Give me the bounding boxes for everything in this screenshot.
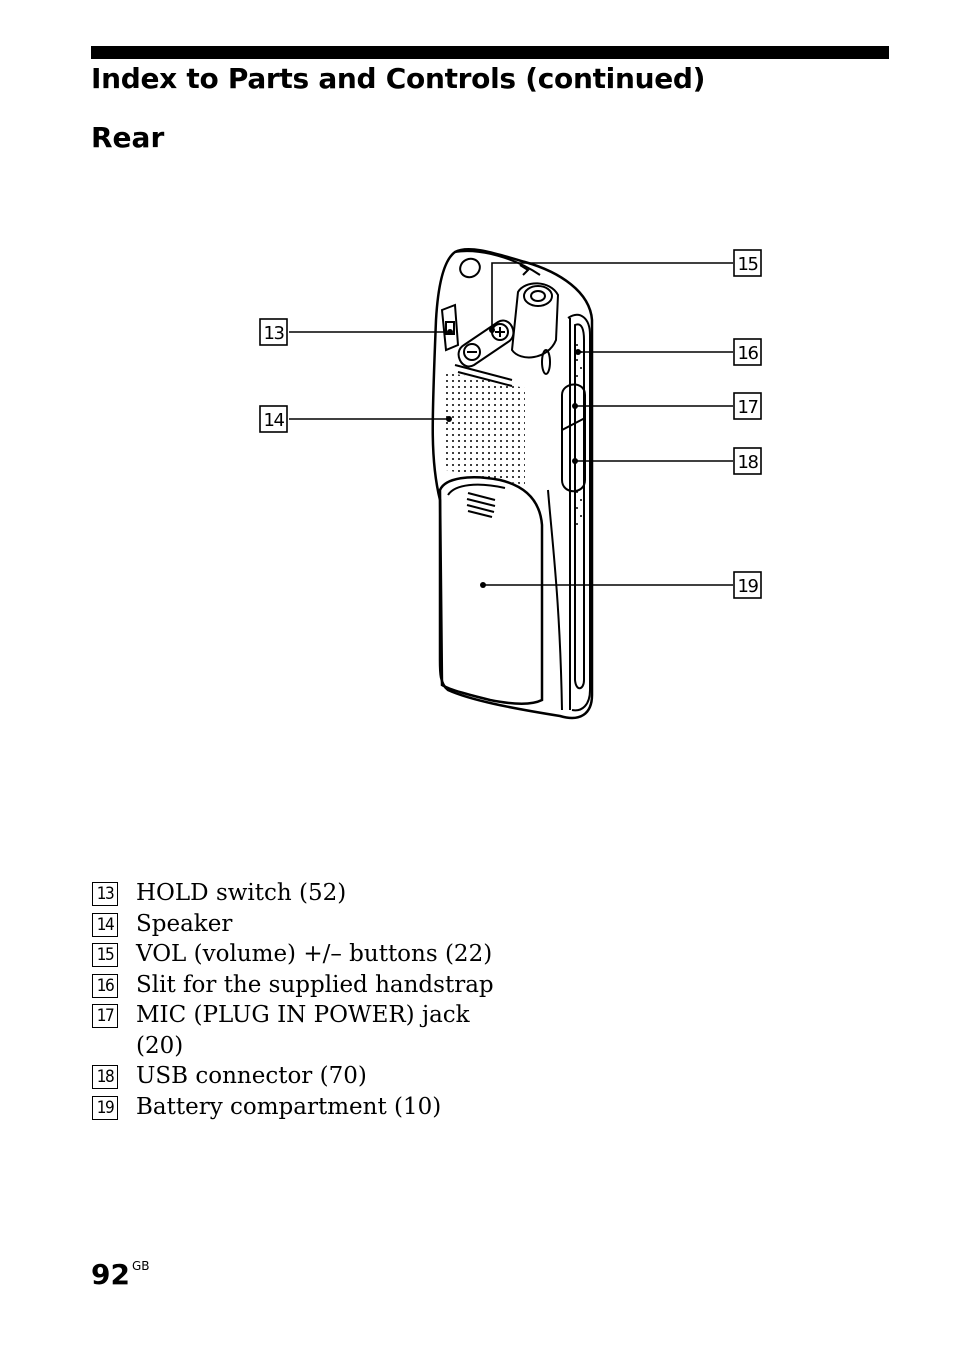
callout-14: 14: [259, 405, 288, 433]
legend-item: 13 HOLD switch (52): [92, 878, 512, 909]
legend-text: USB connector (70): [136, 1063, 367, 1089]
legend-number: 18: [92, 1065, 118, 1089]
legend-item: 15 VOL (volume) +/– buttons (22): [92, 939, 512, 970]
svg-text:19: 19: [738, 576, 759, 597]
legend-text: VOL (volume) +/– buttons (22): [136, 941, 493, 967]
page-title: Index to Parts and Controls (continued): [91, 62, 706, 95]
callout-15: 15: [733, 249, 762, 277]
legend-text: Slit for the supplied handstrap: [136, 971, 494, 998]
legend-item: 16 Slit for the supplied handstrap: [92, 970, 512, 1001]
top-rule: [91, 46, 889, 59]
legend-number: 19: [92, 1095, 118, 1120]
legend-number: 15: [92, 943, 118, 967]
legend-text: Speaker: [136, 910, 233, 937]
section-title: Rear: [91, 121, 165, 154]
device-rear-illustration: 13 14 15 16 17 18 19: [259, 247, 762, 720]
svg-text:17: 17: [738, 397, 758, 418]
speaker-grill: [446, 372, 525, 485]
callout-16: 16: [733, 338, 762, 366]
legend-number: 16: [92, 973, 118, 998]
callout-dots: [446, 327, 581, 588]
legend-item: 18 USB connector (70): [92, 1061, 512, 1092]
callout-19: 19: [733, 571, 762, 599]
legend-text: Battery compartment (10): [136, 1093, 442, 1120]
callout-leaders: [289, 262, 733, 586]
side-dots: [576, 344, 582, 525]
svg-text:16: 16: [738, 343, 759, 364]
legend-text: HOLD switch (52): [136, 880, 347, 906]
device-body: [431, 247, 594, 720]
legend-text: MIC (PLUG IN POWER) jack (20): [136, 1002, 470, 1059]
callout-17: 17: [733, 392, 762, 420]
svg-text:14: 14: [264, 410, 285, 431]
callout-13: 13: [259, 318, 288, 346]
svg-text:15: 15: [738, 254, 758, 275]
svg-text:18: 18: [738, 452, 759, 473]
parts-legend: 13 HOLD switch (52) 14 Speaker 15 VOL (v…: [92, 878, 512, 1122]
svg-text:13: 13: [264, 323, 285, 344]
legend-item: 17 MIC (PLUG IN POWER) jack (20): [92, 1000, 512, 1061]
legend-number: 14: [92, 912, 118, 937]
legend-number: 17: [92, 1004, 118, 1028]
legend-number: 13: [92, 882, 118, 906]
callout-18: 18: [733, 447, 762, 475]
region-code: GB: [131, 1259, 150, 1273]
legend-item: 14 Speaker: [92, 909, 512, 940]
legend-item: 19 Battery compartment (10): [92, 1092, 512, 1123]
